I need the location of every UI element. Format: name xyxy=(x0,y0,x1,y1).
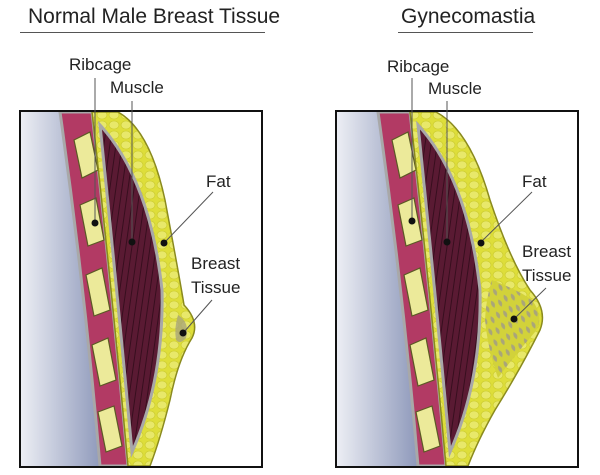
breast-tissue-marker xyxy=(179,329,187,337)
label-breast-tissue-line2: Tissue xyxy=(522,266,572,285)
pectoral-muscle xyxy=(98,120,164,458)
panel-frame xyxy=(19,110,263,468)
label-muscle: Muscle xyxy=(428,79,482,98)
label-ribcage: Ribcage xyxy=(69,55,132,74)
leader-lines xyxy=(94,78,214,333)
panel-gynecomastia xyxy=(335,78,579,468)
muscle-marker xyxy=(443,238,451,246)
ribcage-marker xyxy=(408,217,416,225)
label-breast-tissue-line1: Breast xyxy=(191,254,241,273)
panel-normal xyxy=(19,78,263,468)
label-fat: Fat xyxy=(522,172,547,191)
label-muscle: Muscle xyxy=(110,78,164,97)
breast-tissue xyxy=(485,280,540,378)
leader-lines xyxy=(411,78,547,319)
label-fat: Fat xyxy=(206,172,231,191)
title-underline-gynecomastia xyxy=(398,32,533,33)
fat-marker xyxy=(160,239,168,247)
label-breast-tissue-line1: Breast xyxy=(522,242,572,261)
panel-title-gynecomastia: Gynecomastia xyxy=(401,5,536,28)
title-underline-normal xyxy=(20,32,265,33)
label-breast-tissue-line2: Tissue xyxy=(191,278,241,297)
ribcage-marker xyxy=(91,219,99,227)
panel-frame xyxy=(335,110,579,468)
pectoral-muscle xyxy=(416,120,482,458)
label-ribcage: Ribcage xyxy=(387,57,450,76)
muscle-marker xyxy=(128,238,136,246)
panel-title-normal: Normal Male Breast Tissue xyxy=(28,5,281,28)
fat-marker xyxy=(477,239,485,247)
breast-tissue-marker xyxy=(510,315,518,323)
